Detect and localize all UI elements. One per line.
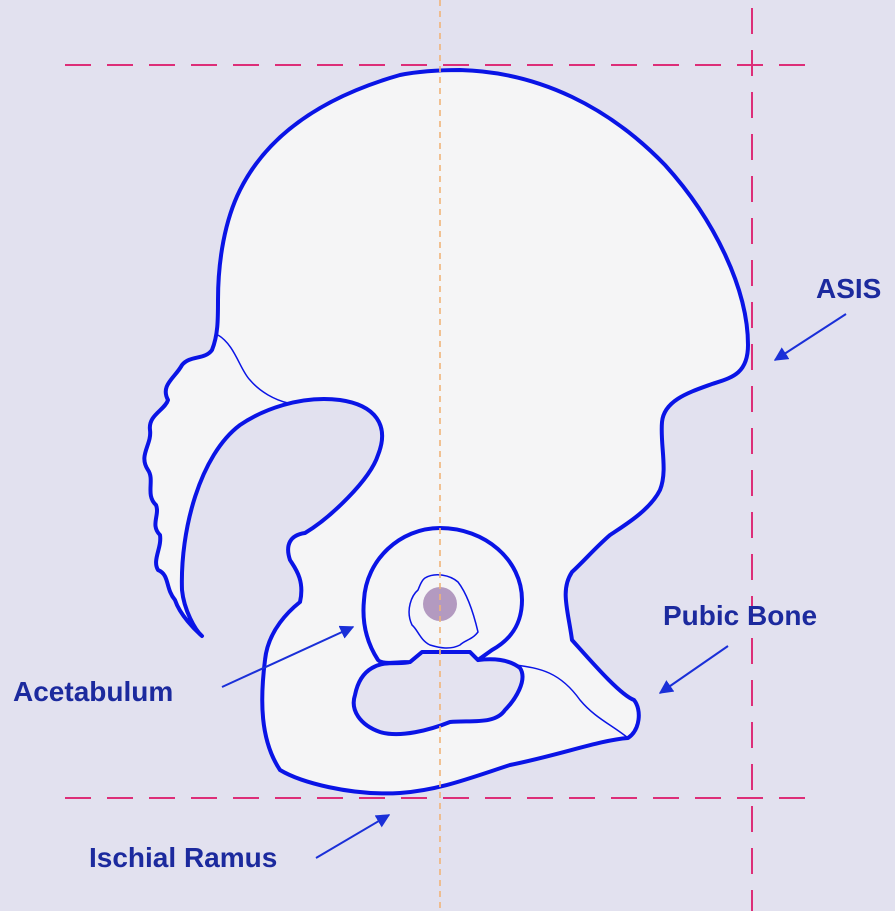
asis-arrow: [775, 314, 846, 360]
acetabulum-label: Acetabulum: [13, 676, 173, 707]
asis-label: ASIS: [816, 273, 881, 304]
pubic-bone-label: Pubic Bone: [663, 600, 817, 631]
acetabulum-center-dot: [423, 587, 457, 621]
pubic-bone-arrow: [660, 646, 728, 693]
ischial-ramus-label: Ischial Ramus: [89, 842, 277, 873]
ischial-ramus-arrow: [316, 815, 389, 858]
